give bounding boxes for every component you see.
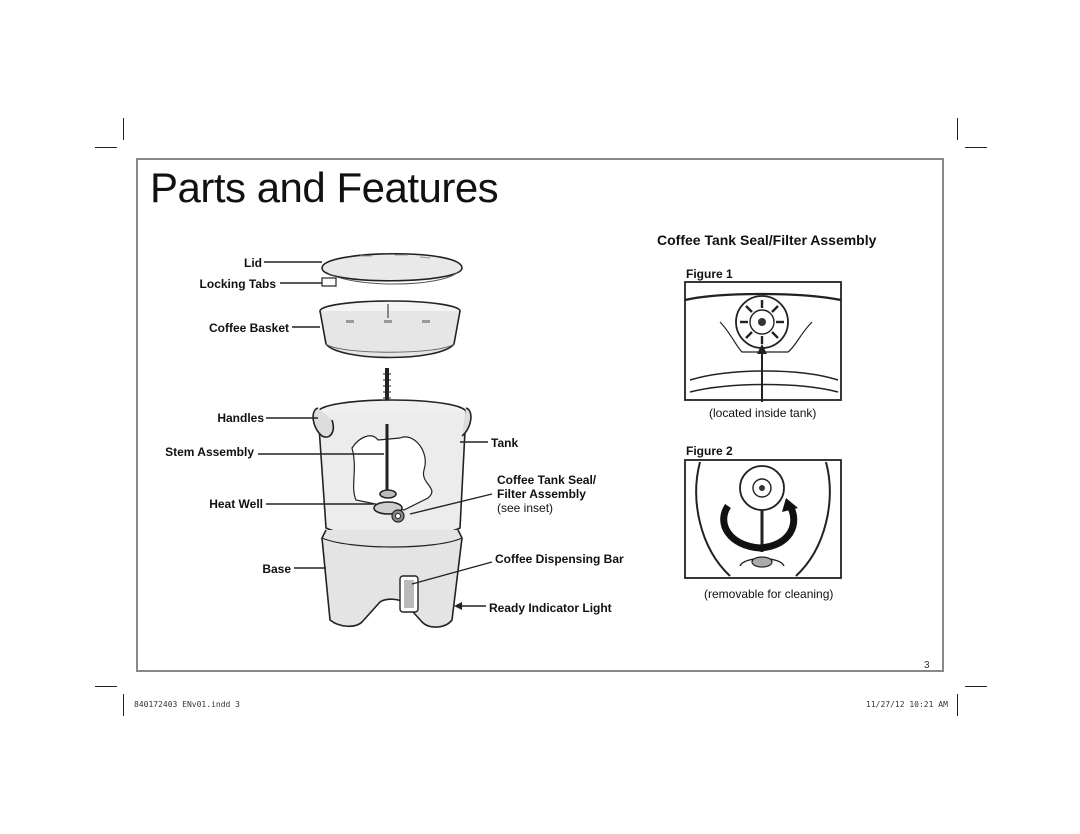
crop-mark [965, 147, 987, 148]
crop-mark [123, 694, 124, 716]
footer-file-slug: 840172403 ENv01.indd 3 [134, 700, 240, 709]
label-ready-light: Ready Indicator Light [489, 601, 612, 615]
label-lid: Lid [244, 256, 262, 270]
figure2-label: Figure 2 [686, 444, 733, 458]
label-base: Base [262, 562, 291, 576]
crop-mark [95, 686, 117, 687]
crop-mark [957, 694, 958, 716]
label-coffee-basket: Coffee Basket [208, 321, 289, 335]
figure1-label: Figure 1 [686, 267, 733, 281]
figure1-caption: (located inside tank) [709, 406, 817, 420]
label-see-inset: (see inset) [497, 501, 554, 515]
label-heat-well: Heat Well [209, 497, 263, 511]
inset-heading: Coffee Tank Seal/Filter Assembly [657, 232, 877, 248]
see-inset-text: see inset [501, 501, 550, 515]
footer-timestamp: 11/27/12 10:21 AM [866, 700, 948, 709]
label-seal-line2: Filter Assembly [497, 487, 586, 501]
label-seal-line1: Coffee Tank Seal/ [497, 473, 597, 487]
figure2-caption: (removable for cleaning) [704, 587, 834, 601]
crop-mark [123, 118, 124, 140]
label-tank: Tank [491, 436, 519, 450]
crop-mark [957, 118, 958, 140]
page-title: Parts and Features [150, 164, 499, 211]
crop-mark [95, 147, 117, 148]
page-frame [136, 158, 944, 672]
label-handles: Handles [217, 411, 264, 425]
label-dispensing-bar: Coffee Dispensing Bar [495, 552, 624, 566]
page-number: 3 [924, 660, 930, 671]
label-locking-tabs: Locking Tabs [199, 277, 276, 291]
label-stem-assembly: Stem Assembly [165, 445, 254, 459]
crop-mark [965, 686, 987, 687]
